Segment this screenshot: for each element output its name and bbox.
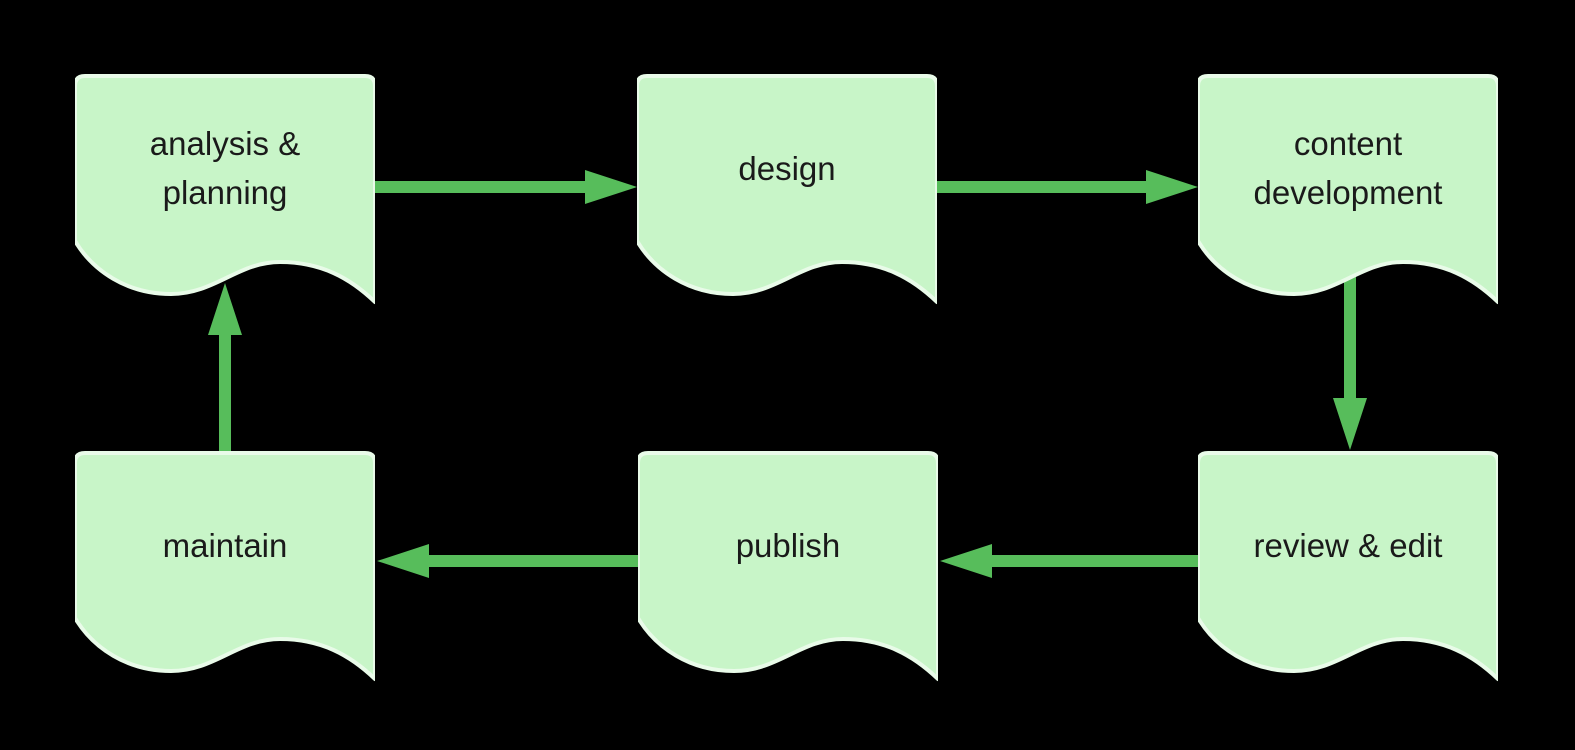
- document-shape: [75, 74, 375, 304]
- document-shape: [638, 451, 938, 681]
- node-content-development: content development: [1198, 73, 1498, 305]
- node-design: design: [637, 73, 937, 305]
- node-analysis-planning: analysis & planning: [75, 73, 375, 305]
- arrow-maintain-to-analysis: [208, 283, 242, 455]
- node-label-content-development: content development: [1253, 125, 1443, 211]
- node-label-maintain: maintain: [162, 526, 288, 564]
- arrow-design-to-content: [937, 170, 1198, 204]
- arrow-publish-to-maintain: [377, 544, 638, 578]
- arrow-review-to-publish: [940, 544, 1198, 578]
- node-label-analysis-planning: analysis & planning: [149, 125, 301, 211]
- document-shape: [75, 451, 375, 681]
- node-label-review-edit: review & edit: [1253, 526, 1443, 564]
- node-label-publish: publish: [735, 526, 841, 564]
- document-shape: [1198, 74, 1498, 304]
- arrow-content-to-review: [1333, 268, 1367, 450]
- node-review-edit: review & edit: [1198, 450, 1498, 682]
- arrow-analysis-to-design: [375, 170, 637, 204]
- document-shape: [1198, 451, 1498, 681]
- document-shape: [637, 74, 937, 304]
- node-publish: publish: [638, 450, 938, 682]
- node-maintain: maintain: [75, 450, 375, 682]
- node-label-design: design: [738, 149, 836, 187]
